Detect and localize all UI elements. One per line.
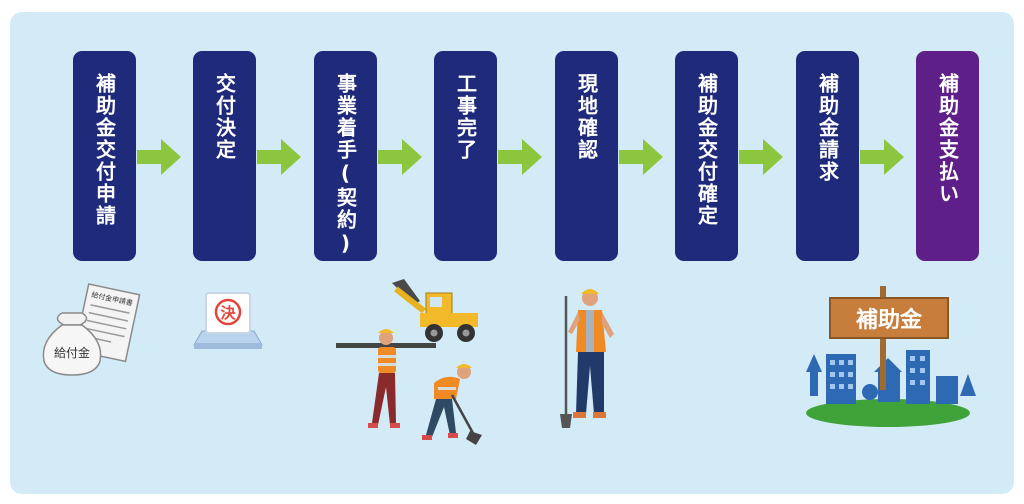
flow-arrow-icon [739, 139, 783, 175]
step-5-site-inspection: 現地確認 [555, 51, 618, 261]
flow-arrow-icon [137, 139, 181, 175]
money-bag-label: 給付金 [54, 345, 90, 360]
step-7-grant-claim: 補助金請求 [796, 51, 859, 261]
stamp-character: 決 [220, 304, 236, 322]
grant-sign-label: 補助金 [855, 307, 923, 333]
grant-sign-town-icon: 補助金 [806, 286, 976, 427]
step-label: 補助金交付申請 [92, 73, 117, 227]
step-label: 補助金交付確定 [694, 73, 719, 227]
flow-arrow-icon [498, 139, 542, 175]
construction-workers-icon [336, 279, 482, 445]
step-1-application: 補助金交付申請 [73, 51, 136, 261]
flow-arrow-icon [619, 139, 663, 175]
flow-arrow-icon [860, 139, 904, 175]
step-label: 現地確認 [574, 73, 599, 161]
step-label: 補助金支払い [935, 73, 960, 205]
step-8-grant-payment: 補助金支払い [916, 51, 979, 261]
step-4-construction-complete: 工事完了 [434, 51, 497, 261]
step-label: 補助金請求 [815, 73, 840, 183]
step-label: 交付決定 [212, 73, 237, 161]
decision-stamp-icon: 決 [193, 292, 263, 349]
flow-arrow-icon [257, 139, 301, 175]
step-2-grant-decision: 交付決定 [193, 51, 256, 261]
step-6-grant-confirmation: 補助金交付確定 [675, 51, 738, 261]
flow-arrow-icon [378, 139, 422, 175]
site-inspector-icon [560, 289, 614, 428]
step-3-project-start: 事業着手(契約) [314, 51, 377, 261]
step-label: 工事完了 [453, 73, 478, 161]
application-document-icon: 給付金申請書 給付金 [42, 283, 141, 376]
step-label: 事業着手(契約) [333, 73, 358, 257]
